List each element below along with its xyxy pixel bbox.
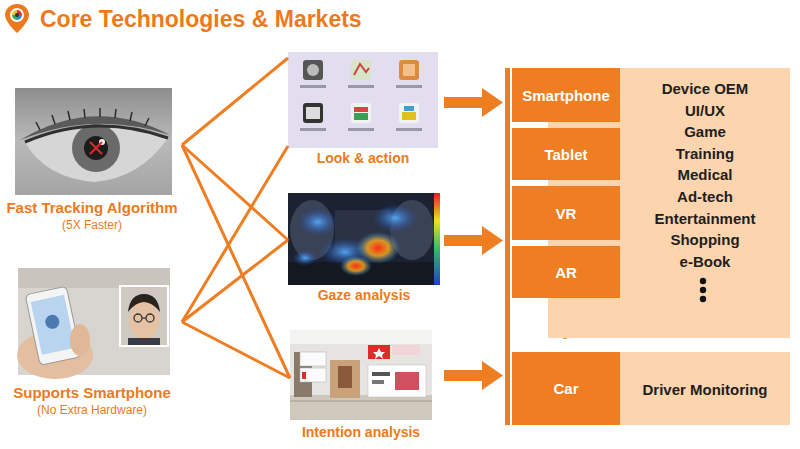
feature-image: Intention analysis [290, 330, 432, 442]
ellipsis-dots [698, 276, 708, 306]
platform-box: Tablet [512, 128, 620, 180]
market-item: UI/UX [685, 100, 725, 122]
diagram-title: Core Technologies & Markets [40, 6, 362, 33]
market-item: Entertainment [655, 208, 756, 230]
platform-label: Smartphone [522, 87, 610, 104]
platform-box: Smartphone [512, 68, 620, 122]
connector-stroke [182, 240, 288, 322]
connector-stroke [182, 145, 288, 240]
market-item: Game [684, 121, 726, 143]
store-photo [290, 330, 432, 420]
connector-line [182, 322, 290, 378]
technology-caption: Fast Tracking Algorithm [6, 198, 177, 217]
technology-photo: Supports Smartphone(No Extra Hardware) [2, 268, 182, 418]
connector-line [182, 145, 288, 240]
market-item: Ad-tech [677, 186, 733, 208]
connector-line [182, 145, 290, 378]
platform-label: AR [555, 264, 577, 281]
platform-label: Car [553, 380, 578, 397]
market-item: Device OEM [662, 78, 749, 100]
pin-icon [5, 4, 29, 33]
connector-line [182, 58, 288, 145]
market-item: e-Book [680, 251, 731, 273]
bracket-bar [505, 68, 510, 425]
market-item: Training [676, 143, 734, 165]
platform-box: Car [512, 352, 620, 425]
market-item: Medical [677, 164, 732, 186]
feature-label: Gaze analysis [318, 286, 411, 304]
platform-label: Tablet [544, 146, 587, 163]
feature-label: Intention analysis [302, 423, 420, 441]
market-item: Driver Monitoring [642, 379, 767, 401]
connector-line [182, 146, 288, 322]
flow-arrows [444, 88, 503, 390]
platform-box: AR [512, 246, 620, 298]
platform-box: VR [512, 186, 620, 240]
app-icons-screenshot [288, 52, 438, 148]
technology-caption: Supports Smartphone [13, 383, 171, 402]
feature-image: Gaze analysis [288, 193, 440, 305]
connector-stroke [182, 145, 290, 378]
market-item: Shopping [670, 229, 739, 251]
feature-image: Look & action [288, 52, 438, 168]
smartphone-photo [17, 268, 170, 379]
platform-label: VR [556, 205, 577, 222]
gaze-heatmap [288, 193, 440, 285]
technology-photo: Fast Tracking Algorithm(5X Faster) [2, 88, 182, 238]
connector-stroke [182, 58, 288, 145]
technology-subcaption: (5X Faster) [62, 217, 122, 234]
connector-stroke [182, 146, 288, 322]
eye-photo [15, 88, 172, 195]
technology-subcaption: (No Extra Hardware) [37, 402, 147, 419]
connector-line [182, 240, 288, 322]
feature-label: Look & action [317, 149, 410, 167]
connector-stroke [182, 322, 290, 378]
